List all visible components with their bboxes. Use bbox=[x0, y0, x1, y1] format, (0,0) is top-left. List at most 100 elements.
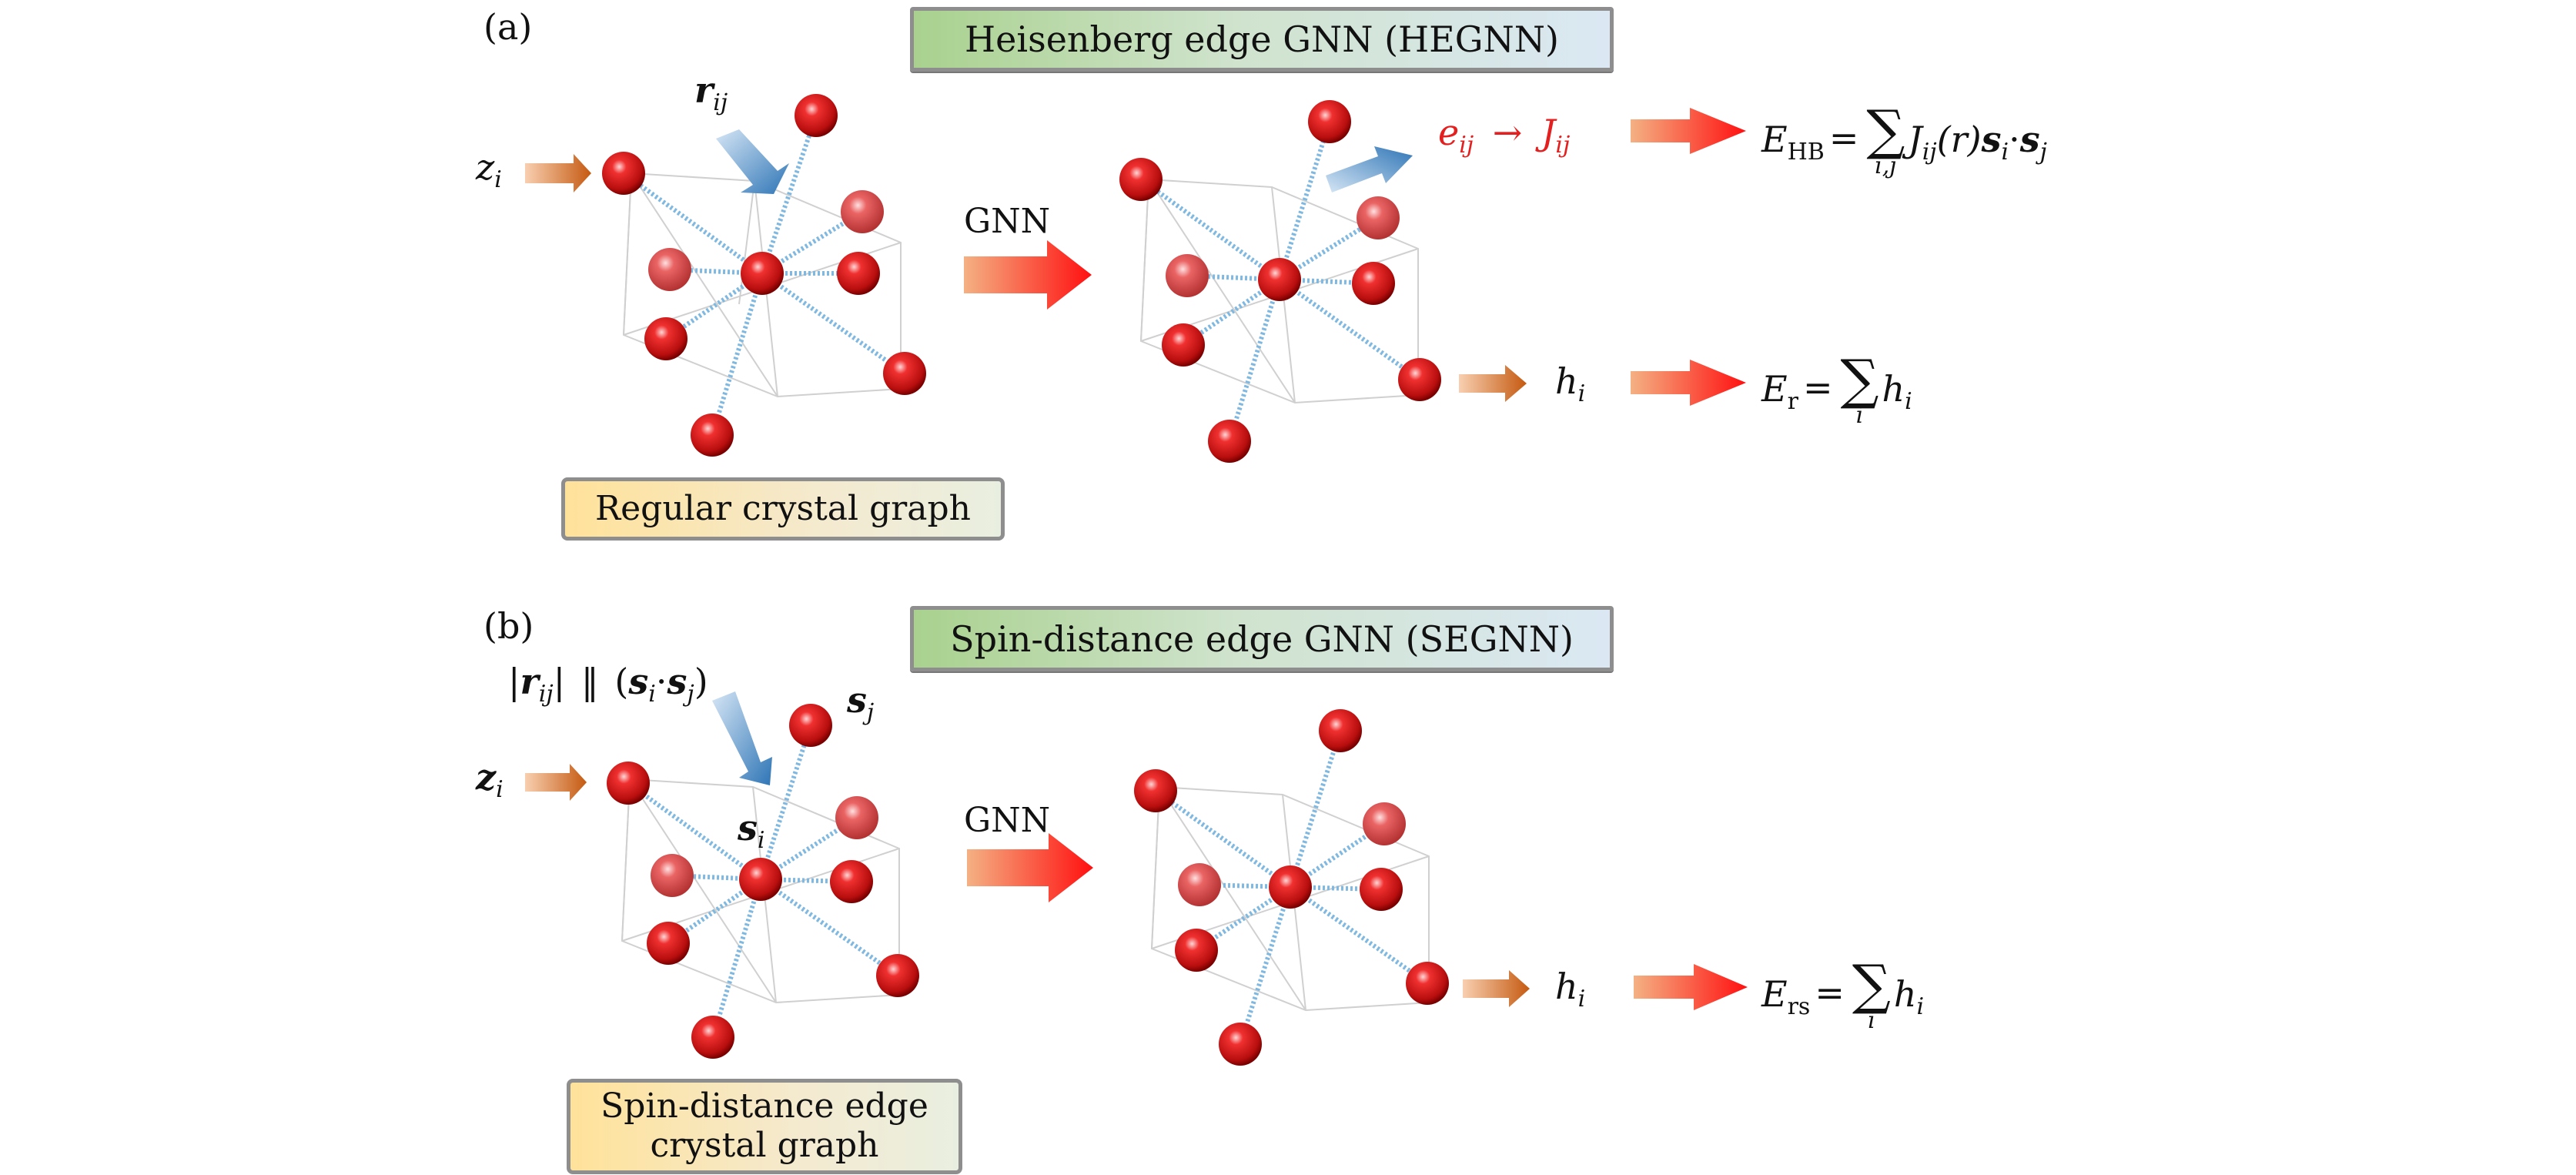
title-box-hegnn: Heisenberg edge GNN (HEGNN) bbox=[910, 7, 1614, 72]
spin-i-subscript: i bbox=[648, 681, 656, 708]
atom-spin-i bbox=[739, 858, 782, 901]
gnn-arrow-a bbox=[964, 240, 1092, 310]
node-to-energy-arrow-b bbox=[1634, 964, 1748, 1010]
graph-type-label-line2: crystal graph bbox=[650, 1126, 879, 1165]
E-symbol: E bbox=[1761, 973, 1788, 1015]
spin-i-label: si bbox=[738, 807, 765, 854]
crystal-graph-output-a bbox=[1119, 100, 1441, 463]
atom bbox=[1208, 420, 1251, 463]
atom bbox=[1219, 1023, 1262, 1066]
h-subscript: i bbox=[1577, 986, 1586, 1013]
atoms bbox=[1134, 709, 1449, 1066]
title-box-segnn: Spin-distance edge GNN (SEGNN) bbox=[910, 606, 1614, 671]
sum-limit: i bbox=[1868, 1007, 1875, 1034]
equals-sign: = bbox=[1828, 117, 1859, 159]
dot-product: · bbox=[2009, 119, 2020, 160]
atom-center bbox=[741, 252, 784, 295]
gnn-label-a: GNN bbox=[964, 202, 1051, 241]
E-symbol: E bbox=[1761, 368, 1788, 410]
e-symbol: e bbox=[1438, 112, 1460, 153]
node-output-arrow-b bbox=[1463, 970, 1530, 1007]
node-to-energy-arrow-a bbox=[1631, 360, 1746, 406]
atom bbox=[1119, 158, 1163, 201]
atom bbox=[876, 954, 919, 997]
atom-spin-j bbox=[789, 704, 832, 747]
input-node-label-b: zi bbox=[476, 756, 503, 803]
edge-input-label-b: |rij| ‖ (si·sj) bbox=[508, 661, 708, 708]
z-subscript: i bbox=[494, 166, 502, 193]
r-subscript: ij bbox=[538, 681, 554, 708]
spin-j: s bbox=[667, 661, 687, 702]
title-hegnn: Heisenberg edge GNN (HEGNN) bbox=[965, 18, 1559, 60]
spin-i-subscript: i bbox=[2001, 139, 2009, 166]
abs-close: | bbox=[553, 661, 566, 702]
atom bbox=[607, 762, 650, 805]
E-symbol: E bbox=[1761, 119, 1788, 160]
energy-r-equation: Er = ∑i hi bbox=[1761, 353, 1912, 427]
edge-output-label: eij → Jij bbox=[1438, 112, 1570, 159]
sum-limit: i,j bbox=[1875, 152, 1897, 179]
atom bbox=[1162, 323, 1205, 367]
atom-center bbox=[1269, 865, 1312, 909]
J-term-subscript: ij bbox=[1922, 139, 1937, 166]
equals-sign: = bbox=[1815, 972, 1845, 1013]
h-symbol: h bbox=[1555, 966, 1578, 1007]
e-subscript: ij bbox=[1459, 132, 1474, 159]
input-node-arrow-a bbox=[525, 154, 591, 192]
atom bbox=[1134, 769, 1177, 812]
atoms bbox=[602, 94, 926, 457]
equals-sign: = bbox=[1802, 367, 1833, 408]
h-symbol: h bbox=[1555, 360, 1578, 402]
E-subscript: HB bbox=[1787, 139, 1825, 166]
spin-i: s bbox=[1981, 119, 2002, 160]
atom bbox=[1406, 962, 1449, 1005]
sum-operator: ∑i bbox=[1840, 353, 1878, 427]
atom bbox=[795, 94, 838, 137]
atoms bbox=[1119, 100, 1441, 463]
s-symbol: s bbox=[847, 679, 867, 721]
abs-open: | bbox=[508, 661, 520, 702]
z-symbol: z bbox=[476, 146, 495, 188]
atom bbox=[644, 317, 687, 360]
title-segnn: Spin-distance edge GNN (SEGNN) bbox=[950, 618, 1574, 660]
gnn-arrow-b bbox=[967, 833, 1093, 902]
graph-type-box-spin-distance: Spin-distance edge crystal graph bbox=[567, 1079, 962, 1174]
node-output-label-a: hi bbox=[1555, 360, 1585, 407]
crystal-graph-output-b bbox=[1134, 709, 1449, 1066]
atom bbox=[1175, 929, 1218, 972]
J-term: J bbox=[1908, 119, 1922, 160]
atom bbox=[883, 352, 926, 395]
h-term-subscript: i bbox=[1905, 388, 1912, 415]
dot-product: · bbox=[655, 661, 667, 702]
spin-j-label: sj bbox=[847, 679, 874, 726]
J-argument: (r) bbox=[1936, 119, 1982, 160]
E-subscript: r bbox=[1787, 388, 1798, 415]
spin-j-subscript: j bbox=[2039, 139, 2047, 166]
node-output-arrow-a bbox=[1459, 365, 1527, 402]
atom bbox=[647, 922, 690, 965]
concat-operator: ‖ bbox=[580, 661, 599, 702]
graph-type-box-regular: Regular crystal graph bbox=[561, 477, 1005, 541]
gnn-label-b: GNN bbox=[964, 801, 1051, 840]
h-term: h bbox=[1882, 368, 1905, 410]
atom bbox=[651, 854, 694, 897]
r-symbol: r bbox=[694, 69, 714, 111]
atom bbox=[1363, 802, 1406, 845]
atom bbox=[1398, 358, 1441, 401]
atom bbox=[837, 252, 880, 295]
maps-to-arrow: → bbox=[1492, 112, 1523, 153]
atoms bbox=[607, 704, 919, 1059]
spin-i: s bbox=[628, 661, 649, 702]
atom bbox=[1360, 868, 1403, 911]
atom bbox=[835, 796, 878, 839]
h-term-subscript: i bbox=[1916, 993, 1925, 1020]
sigma: ∑ bbox=[1852, 953, 1891, 1016]
atom bbox=[830, 860, 873, 903]
z-subscript: i bbox=[496, 776, 503, 803]
atom bbox=[648, 248, 691, 291]
edge-output-arrow-a bbox=[1326, 146, 1413, 192]
node-output-label-b: hi bbox=[1555, 966, 1585, 1013]
atom-center bbox=[1258, 258, 1301, 301]
energy-rs-equation: Ers = ∑i hi bbox=[1761, 953, 1925, 1034]
